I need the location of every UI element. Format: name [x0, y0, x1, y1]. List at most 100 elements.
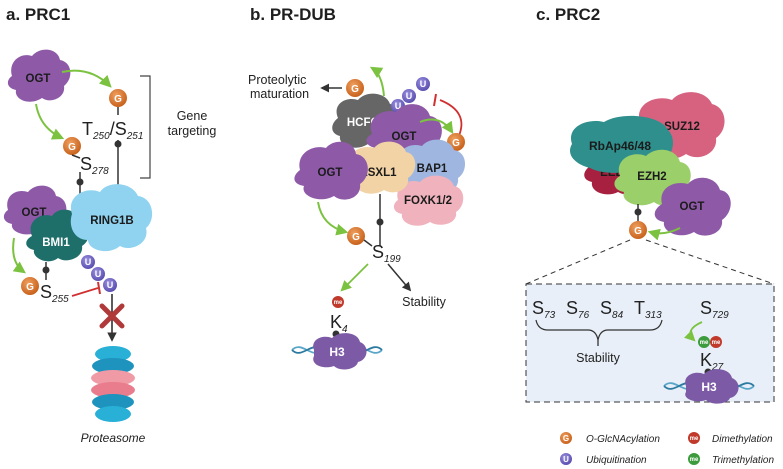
- svg-text:O-GlcNAcylation: O-GlcNAcylation: [586, 434, 660, 445]
- prdub-inhibition-line: [439, 99, 463, 139]
- prc1-stem-left: [71, 154, 81, 159]
- gene-targeting-label-1: Gene: [177, 109, 208, 123]
- svg-text:OGT: OGT: [22, 207, 47, 219]
- panel-a-title: a. PRC1: [6, 5, 70, 24]
- gene-targeting-label-2: targeting: [168, 124, 217, 138]
- dimethyl-mark: me: [332, 296, 344, 308]
- svg-text:G: G: [114, 94, 122, 105]
- site-s255: S255: [40, 282, 69, 305]
- prdub-asxl1: ASXL1: [347, 141, 416, 194]
- glcnac-mark: G: [347, 227, 365, 245]
- ubiquitin-mark: U: [103, 278, 117, 292]
- svg-text:OGT: OGT: [392, 131, 417, 143]
- proteolytic-label-2: maturation: [250, 87, 309, 101]
- svg-text:Ubiquitination: Ubiquitination: [586, 455, 647, 466]
- prc2-arrow-ogt-to-g: [647, 227, 681, 241]
- prc1-inhibition-bar: [97, 281, 101, 295]
- svg-text:G: G: [634, 226, 642, 237]
- svg-text:Trimethylation: Trimethylation: [712, 455, 774, 466]
- prc2-ogt: OGT: [654, 177, 731, 236]
- svg-text:me: me: [690, 457, 699, 463]
- prdub-arrow-ogt-to-s199: [317, 201, 349, 236]
- svg-text:EZH2: EZH2: [637, 171, 666, 183]
- svg-text:me: me: [700, 340, 709, 346]
- site-k4: K4: [330, 312, 348, 335]
- site-k27: K27: [700, 350, 724, 373]
- prdub-arrow-ogt-to-hcfc1: [369, 66, 385, 97]
- svg-text:OGT: OGT: [26, 73, 51, 85]
- svg-text:SUZ12: SUZ12: [664, 121, 700, 133]
- prc2-stability-label: Stability: [576, 351, 621, 365]
- panel-c-title: c. PRC2: [536, 5, 600, 24]
- svg-text:U: U: [107, 280, 114, 290]
- svg-text:G: G: [26, 282, 34, 293]
- prc2-site-s73: S73: [532, 298, 556, 321]
- svg-text:U: U: [420, 79, 427, 89]
- stem-dot: [42, 266, 50, 274]
- prdub-arrow-to-k4: [340, 263, 369, 292]
- ubiquitin-mark: U: [402, 89, 416, 103]
- ubiquitin-mark: U: [81, 255, 95, 269]
- panel-b-title: b. PR-DUB: [250, 5, 336, 24]
- legend-trimethyl: me Trimethylation: [688, 453, 774, 466]
- prdub-h3-histone: H3: [313, 333, 367, 370]
- prc1-arrow-ogt-to-g-left: [35, 103, 65, 140]
- svg-text:H3: H3: [329, 345, 345, 359]
- ubiquitin-mark: U: [91, 267, 105, 281]
- glcnac-mark: G: [21, 277, 39, 295]
- trimethyl-mark: me: [698, 336, 710, 348]
- svg-text:H3: H3: [701, 380, 717, 394]
- svg-text:ASXL1: ASXL1: [359, 167, 397, 179]
- stem-dot: [376, 218, 384, 226]
- svg-text:U: U: [406, 91, 413, 101]
- site-s729: S729: [700, 298, 729, 321]
- ubiquitin-mark: U: [416, 77, 430, 91]
- svg-text:G: G: [563, 434, 569, 443]
- dimethyl-icon: [688, 432, 700, 444]
- prc2-h3-histone: H3: [685, 369, 739, 404]
- prdub-stability-label: Stability: [402, 295, 447, 309]
- prdub-ogt-left: OGT: [294, 141, 368, 200]
- glcnac-mark: G: [63, 137, 81, 155]
- prdub-arrow-to-stability: [387, 263, 412, 292]
- prc1-arrow-ogt-to-s255: [12, 237, 26, 274]
- proteasome-label: Proteasome: [81, 431, 146, 445]
- svg-text:U: U: [563, 455, 569, 464]
- svg-text:me: me: [712, 340, 721, 346]
- ubiquitin-icon: [560, 453, 572, 465]
- site-s199: S199: [372, 242, 401, 265]
- zoom-line-right: [645, 239, 775, 285]
- site-s278: S278: [80, 154, 109, 177]
- legend-glcnac: G O-GlcNAcylation: [560, 432, 660, 445]
- glcnac-mark: G: [109, 89, 127, 107]
- prc2-site-t313: T313: [634, 298, 662, 321]
- dimethyl-mark: me: [710, 336, 722, 348]
- prdub-arrow-ogt-to-bap1: [419, 118, 454, 134]
- svg-text:U: U: [85, 257, 92, 267]
- prc1-ring1b: RING1B: [70, 184, 153, 252]
- prdub-foxk: FOXK1/2: [393, 175, 464, 226]
- prc1-inhibition-line: [71, 287, 99, 297]
- stem-dot: [114, 140, 122, 148]
- legend-dimethyl: me Dimethylation: [688, 432, 773, 445]
- svg-text:OGT: OGT: [318, 167, 343, 179]
- svg-text:U: U: [395, 101, 402, 111]
- glcnac-mark: G: [346, 79, 364, 97]
- stem-dot: [634, 208, 642, 216]
- svg-text:FOXK1/2: FOXK1/2: [404, 195, 452, 207]
- proteasome-icon: [91, 346, 135, 422]
- svg-text:me: me: [334, 300, 343, 306]
- svg-text:U: U: [95, 269, 102, 279]
- prdub-inhibition-bar: [433, 93, 437, 107]
- prc1-gene-targeting-bracket: [140, 75, 151, 179]
- svg-text:me: me: [690, 436, 699, 442]
- glcnac-mark: G: [629, 221, 647, 239]
- prc2-site-s84: S84: [600, 298, 624, 321]
- svg-text:G: G: [68, 142, 76, 153]
- svg-text:BAP1: BAP1: [417, 163, 448, 175]
- prc2-site-s76: S76: [566, 298, 590, 321]
- blocked-x-icon: [99, 303, 125, 329]
- svg-text:G: G: [351, 84, 359, 95]
- svg-text:G: G: [452, 138, 460, 149]
